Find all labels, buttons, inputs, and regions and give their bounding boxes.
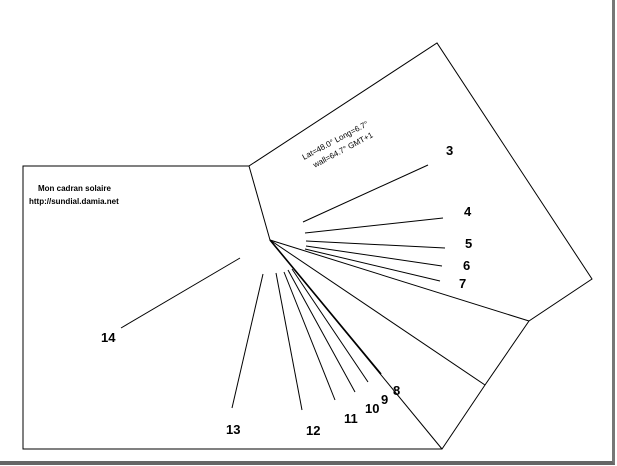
dial-title: Mon cadran solaire — [38, 184, 111, 193]
hour-line-10 — [287, 269, 356, 393]
substyle-line — [269, 239, 486, 386]
hour-line-11 — [283, 271, 336, 401]
hour-label-10: 10 — [365, 401, 379, 416]
hour-label-11: 11 — [344, 411, 358, 426]
hour-line-13 — [231, 273, 264, 409]
hour-line-14 — [120, 257, 241, 329]
hour-label-3: 3 — [446, 143, 453, 158]
hour-label-8: 8 — [393, 383, 400, 398]
hour-label-4: 4 — [464, 204, 472, 219]
hour-label-5: 5 — [465, 236, 472, 251]
substyle-line — [269, 239, 530, 322]
hour-label-6: 6 — [463, 258, 470, 273]
hour-line-8 — [269, 239, 382, 375]
hour-line-4 — [304, 217, 444, 234]
hour-label-14: 14 — [101, 330, 116, 345]
dial-outline — [22, 42, 593, 450]
hour-line-6 — [305, 245, 443, 267]
hour-line-12 — [275, 272, 303, 411]
hour-label-9: 9 — [381, 392, 388, 407]
hour-line-9 — [291, 268, 369, 383]
hour-label-13: 13 — [226, 422, 240, 437]
hour-line-3 — [302, 164, 429, 223]
hour-line-7 — [304, 248, 441, 282]
hour-label-12: 12 — [306, 423, 320, 438]
dial-url: http://sundial.damia.net — [29, 197, 119, 206]
hour-line-5 — [305, 240, 446, 249]
hour-label-7: 7 — [459, 276, 466, 291]
